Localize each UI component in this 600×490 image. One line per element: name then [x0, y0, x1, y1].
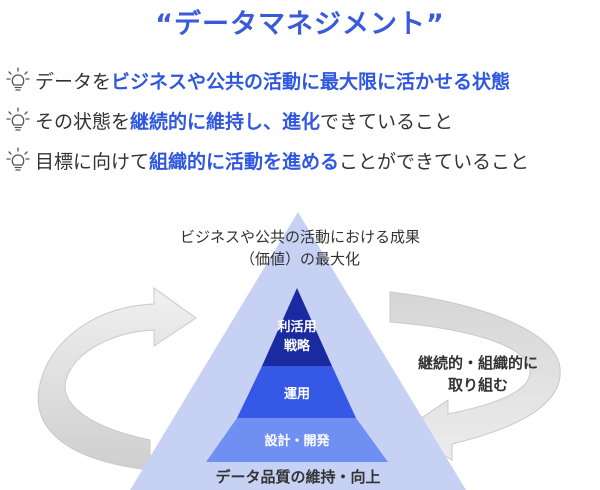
- pyramid-tier-middle: [237, 366, 356, 418]
- bullet-text: その状態を継続的に維持し、進化できていること: [35, 107, 453, 134]
- lightbulb-icon: [6, 107, 30, 131]
- plain-text: できていること: [320, 110, 454, 133]
- page-title: “データマネジメント”: [155, 9, 445, 40]
- highlight-text: ビジネスや公共の活動に最大限に活かせる状態: [111, 70, 511, 93]
- bullet-list: データをビジネスや公共の活動に最大限に活かせる状態 その状態を継続的に維持し、進…: [6, 60, 529, 180]
- lightbulb-icon: [6, 67, 30, 91]
- pyramid-tier-top: [262, 288, 332, 366]
- cycle-label-line: 継続的・組織的に: [417, 354, 539, 372]
- goal-label: ビジネスや公共の活動における成果 （価値）の最大化: [180, 226, 420, 270]
- goal-label-line: ビジネスや公共の活動における成果: [179, 228, 421, 246]
- plain-text: その状態を: [35, 110, 131, 133]
- plain-text: ことができていること: [339, 150, 530, 173]
- bullet-text: データをビジネスや公共の活動に最大限に活かせる状態: [35, 67, 510, 94]
- cycle-label: 継続的・組織的に 取り組む: [418, 352, 538, 396]
- lightbulb-icon: [6, 147, 30, 171]
- goal-label-line: （価値）の最大化: [239, 250, 361, 268]
- base-label: データ品質の維持・向上: [215, 468, 381, 486]
- tier-top-label: 利活用 戦略: [277, 318, 316, 356]
- plain-text: データを: [35, 70, 112, 93]
- cycle-arrow-left: [37, 287, 197, 471]
- plain-text: 目標に向けて: [35, 150, 150, 173]
- bullet-item: その状態を継続的に維持し、進化できていること: [6, 100, 529, 140]
- tier-top-label-line: 利活用: [277, 320, 317, 335]
- tier-bottom-label: 設計・開発: [264, 434, 330, 449]
- bullet-item: データをビジネスや公共の活動に最大限に活かせる状態: [6, 60, 529, 100]
- tier-middle-label: 運用: [283, 387, 311, 402]
- cycle-label-line: 取り組む: [447, 376, 509, 394]
- pyramid-tier-bottom: [206, 418, 388, 462]
- highlight-text: 継続的に維持し、進化: [130, 110, 321, 133]
- bullet-item: 目標に向けて組織的に活動を進めることができていること: [6, 140, 529, 180]
- cycle-arrow-right: [389, 291, 561, 461]
- tier-top-label-line: 戦略: [283, 339, 311, 354]
- highlight-text: 組織的に活動を進める: [149, 150, 340, 173]
- bullet-text: 目標に向けて組織的に活動を進めることができていること: [35, 147, 529, 174]
